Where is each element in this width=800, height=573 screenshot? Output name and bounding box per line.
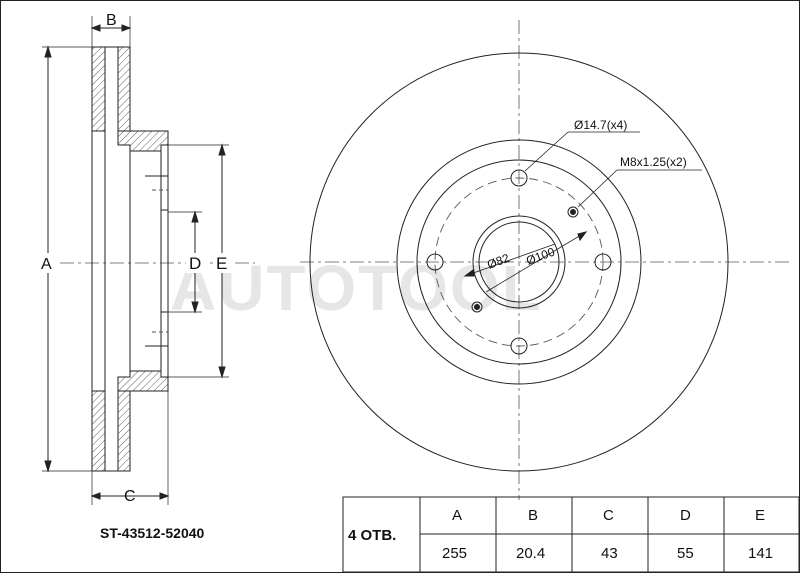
right-plate-top [117, 46, 131, 132]
pcd-circle [434, 177, 604, 347]
bore-dia-line [464, 243, 556, 277]
table-value-c: 43 [601, 545, 618, 562]
left-plate-bottom [91, 390, 106, 472]
thread-leader [577, 169, 618, 208]
hole-size-label: Ø14.7(x4) [574, 118, 627, 132]
spec-table [342, 496, 800, 573]
hole-leader [524, 131, 569, 172]
friction-inner-edge [396, 139, 642, 385]
hat-outer-edge [416, 159, 622, 365]
hat-bottom [117, 370, 169, 392]
bolt-hole-top [510, 169, 528, 187]
table-header-a: A [452, 507, 462, 524]
dim-d-label: D [189, 254, 201, 273]
table-header-b: B [528, 507, 538, 524]
dim-a-label: A [41, 256, 52, 273]
table-value-d: 55 [677, 545, 694, 562]
right-plate-bottom [117, 390, 131, 472]
thread-hole-lower-left [471, 301, 483, 313]
center-bore-inner [478, 221, 560, 303]
table-header-e: E [755, 507, 765, 524]
thread-hole-upper-right [567, 206, 579, 218]
bolt-hole-left [426, 253, 444, 271]
center-bore-outer [472, 215, 566, 309]
side-section-view [42, 16, 255, 505]
hat-top [117, 130, 169, 152]
table-value-e: 141 [748, 545, 773, 562]
bolt-hole-bottom [510, 337, 528, 355]
table-value-a: 255 [442, 545, 467, 562]
left-plate-top [91, 46, 106, 132]
bolt-hole-right [594, 253, 612, 271]
pcd-dia-line [485, 231, 587, 293]
thread-size-label: M8x1.25(x2) [620, 155, 687, 169]
part-number: ST-43512-52040 [100, 525, 205, 541]
holes-count-label: 4 ОТВ. [348, 527, 396, 544]
table-header-d: D [680, 507, 691, 524]
outer-disc-edge [309, 52, 729, 472]
table-value-b: 20.4 [516, 545, 545, 562]
dim-e-label: E [216, 254, 227, 273]
table-header-c: C [603, 507, 614, 524]
front-view [300, 20, 790, 500]
dim-c-label: C [124, 488, 136, 505]
dim-b-label: B [106, 12, 117, 29]
